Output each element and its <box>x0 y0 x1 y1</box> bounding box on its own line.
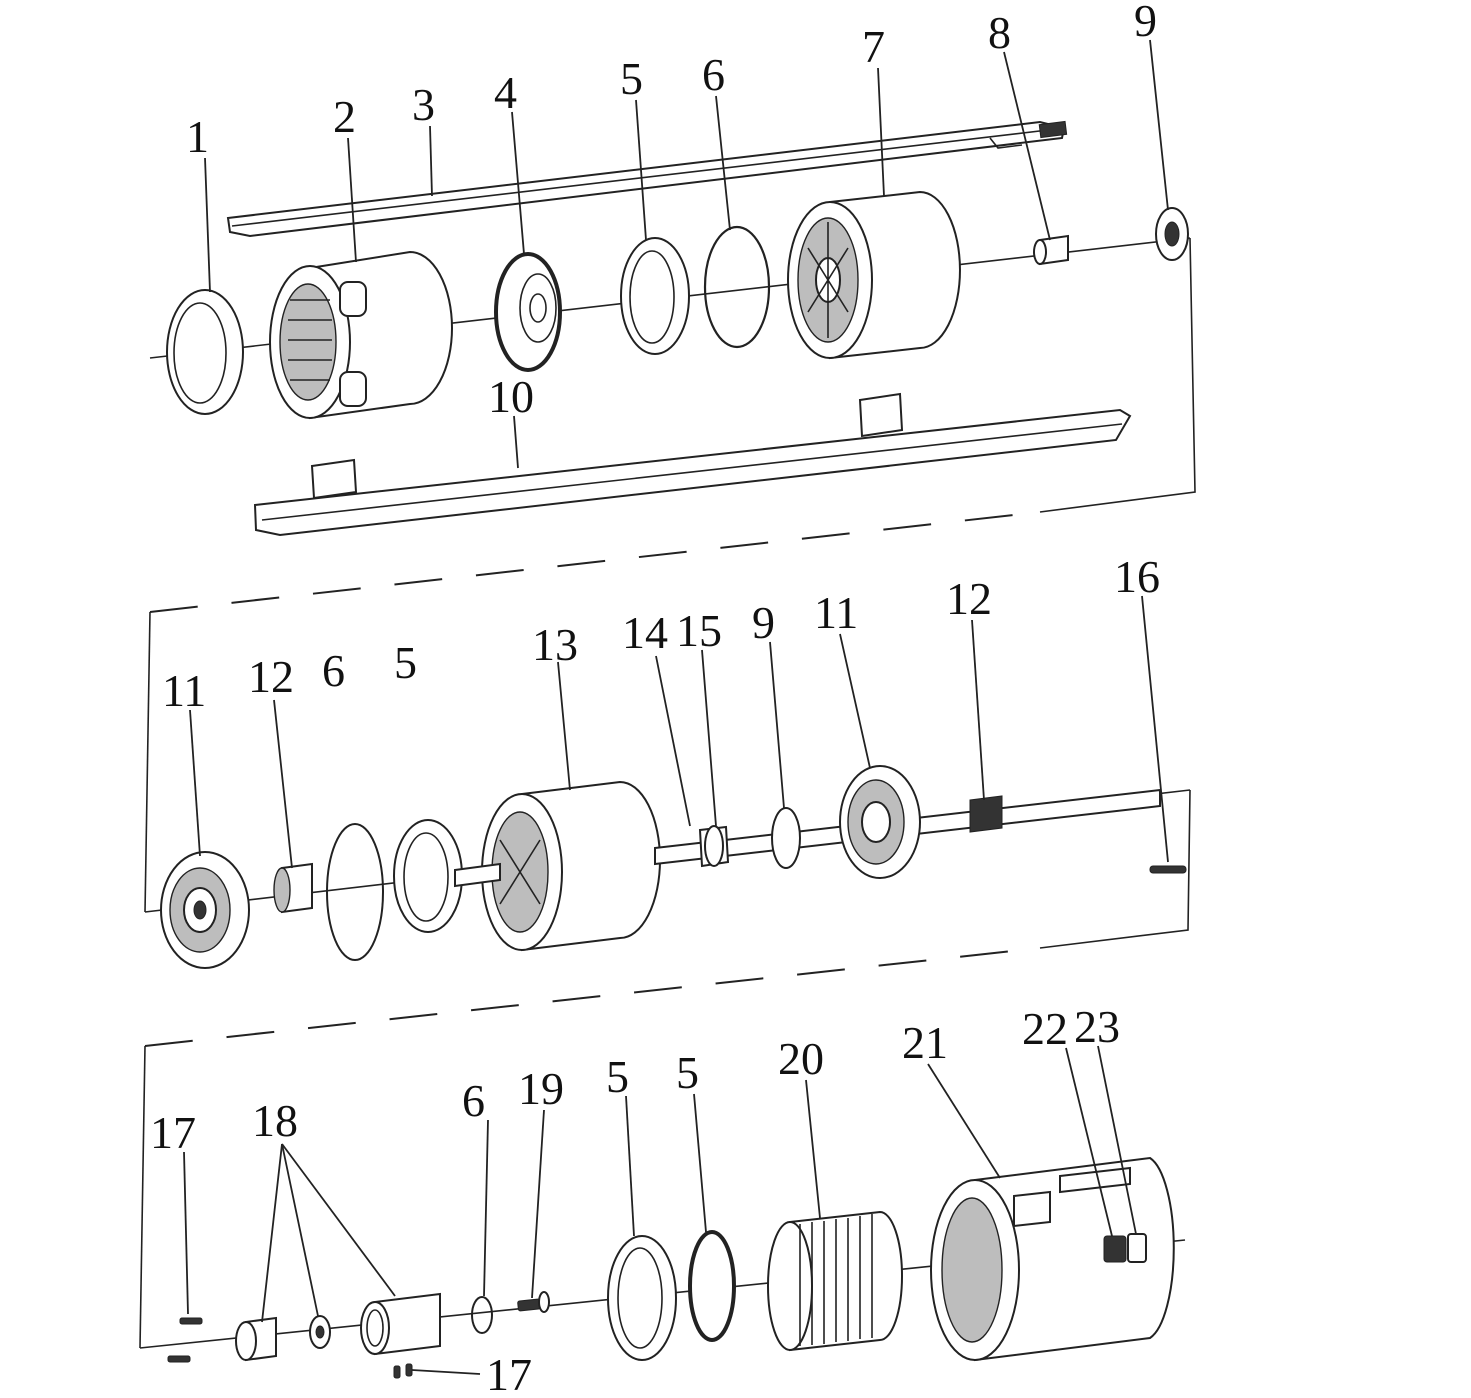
label-part-17-top: 17 <box>150 1107 196 1158</box>
part-18-coupling-set <box>235 1292 441 1362</box>
label-part-14: 14 <box>622 607 668 658</box>
part-11-bearing-left <box>160 851 250 969</box>
part-19-screw <box>517 1291 550 1313</box>
label-part-6-bottom: 6 <box>462 1075 485 1126</box>
part-6-oring-bottom <box>471 1296 493 1334</box>
part-13-rotor <box>454 780 661 952</box>
part-10-guard-strip <box>253 392 1132 537</box>
part-7-casing <box>787 190 961 360</box>
part-5-ring-bottom-b <box>688 1230 736 1342</box>
label-part-21: 21 <box>902 1017 948 1068</box>
label-part-5: 5 <box>620 53 643 104</box>
label-part-5-middle: 5 <box>394 637 417 688</box>
label-part-3: 3 <box>412 79 435 130</box>
label-part-11-left: 11 <box>162 665 206 716</box>
part-4-seal <box>494 252 562 372</box>
label-part-8: 8 <box>988 7 1011 58</box>
label-part-17-bottom: 17 <box>486 1349 532 1398</box>
part-5-ring-middle <box>393 819 463 933</box>
part-14-15-collar <box>698 825 730 868</box>
label-part-4: 4 <box>494 67 517 118</box>
part-22-23-fittings <box>1103 1233 1147 1263</box>
label-part-15: 15 <box>676 605 722 656</box>
label-part-1: 1 <box>186 111 209 162</box>
part-3-cable-guard <box>226 120 1068 238</box>
label-part-20: 20 <box>778 1033 824 1084</box>
part-9-washer-middle <box>771 807 801 869</box>
top-assembly-row <box>149 120 1196 537</box>
label-part-12-right: 12 <box>946 573 992 624</box>
label-part-5-bottom-a: 5 <box>606 1051 629 1102</box>
label-part-19: 19 <box>518 1063 564 1114</box>
part-1-ring <box>166 289 244 415</box>
part-2-housing <box>269 250 453 420</box>
label-part-9-middle: 9 <box>752 597 775 648</box>
label-part-13: 13 <box>532 619 578 670</box>
label-part-5-bottom-b: 5 <box>676 1047 699 1098</box>
middle-right-connector <box>1039 789 1191 949</box>
part-16-key <box>1149 865 1187 874</box>
separator-line-1 <box>149 511 1041 613</box>
separator-line-2 <box>144 947 1041 1047</box>
part-5-ring-bottom-a <box>607 1235 677 1361</box>
label-part-16: 16 <box>1114 551 1160 602</box>
label-part-18: 18 <box>252 1095 298 1146</box>
middle-assembly-row <box>144 765 1191 969</box>
middle-left-connector <box>144 611 151 913</box>
label-part-2: 2 <box>333 91 356 142</box>
label-part-7: 7 <box>862 21 885 72</box>
part-labels: 1 2 3 4 5 6 7 8 9 10 11 12 6 5 13 14 15 … <box>150 0 1160 1398</box>
label-part-10: 10 <box>488 371 534 422</box>
part-21-inlet-housing <box>930 1156 1175 1362</box>
part-5-ring <box>620 237 690 355</box>
part-11-bearing-right <box>839 765 921 879</box>
label-part-22: 22 <box>1022 1003 1068 1054</box>
label-part-9: 9 <box>1134 0 1157 46</box>
part-12-coupling-left <box>273 862 313 914</box>
part-12-coupling-right <box>969 795 1003 833</box>
part-20-strainer <box>767 1210 903 1352</box>
label-part-12-left: 12 <box>248 651 294 702</box>
bottom-left-connector <box>139 1045 146 1349</box>
label-part-6-middle: 6 <box>322 645 345 696</box>
part-9-nut <box>1155 207 1189 261</box>
label-part-11-right: 11 <box>814 587 858 638</box>
label-part-6: 6 <box>702 49 725 100</box>
part-6-thin-ring <box>703 225 771 349</box>
label-part-23: 23 <box>1074 1001 1120 1052</box>
part-6-thin-ring-middle <box>326 823 384 961</box>
bottom-assembly-row <box>139 1156 1186 1379</box>
leader-lines <box>183 39 1169 1375</box>
part-8-sleeve <box>1033 234 1069 266</box>
